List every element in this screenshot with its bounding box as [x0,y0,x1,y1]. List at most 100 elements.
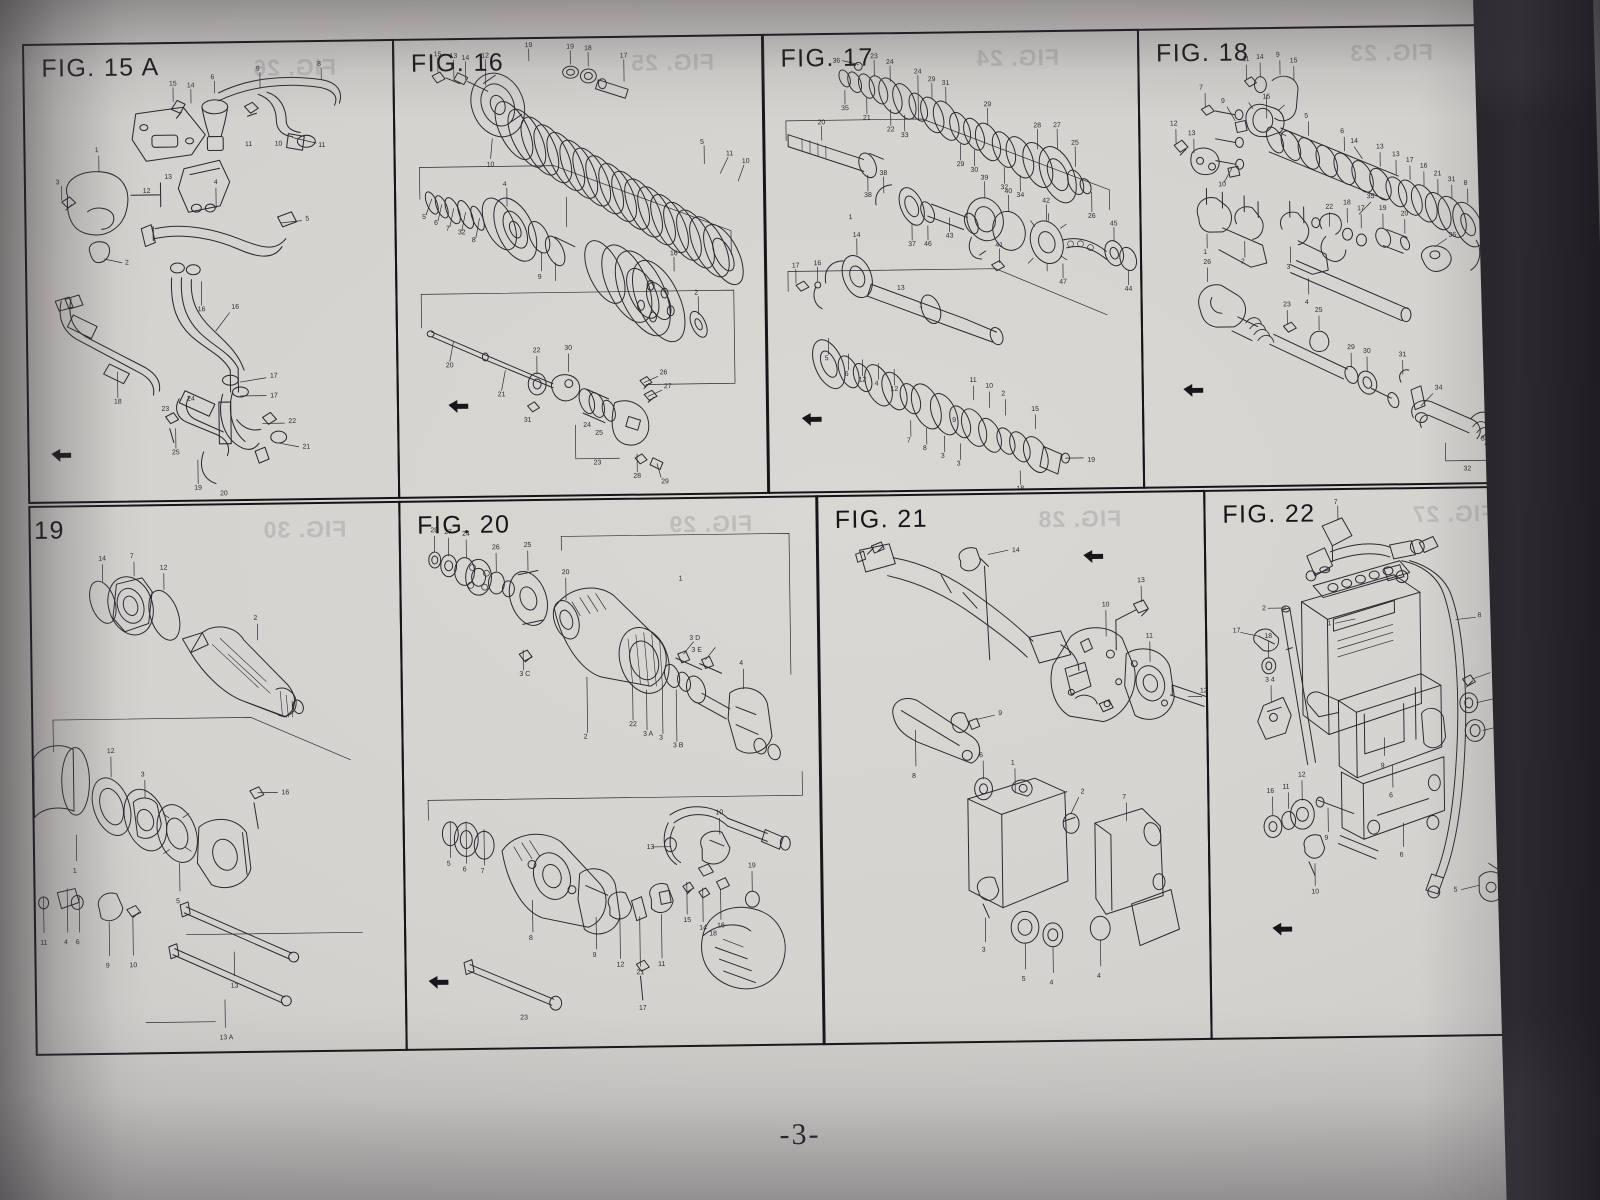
svg-text:20: 20 [1400,210,1408,217]
svg-text:6: 6 [462,866,466,873]
panel-fig-15a[interactable]: FIG. 26 [22,38,401,504]
svg-text:18: 18 [1343,199,1351,206]
svg-text:2: 2 [694,290,698,297]
svg-text:4: 4 [875,380,879,387]
svg-text:17: 17 [792,262,800,269]
svg-text:36: 36 [1448,232,1456,239]
svg-text:11: 11 [658,961,665,968]
svg-text:32: 32 [1463,465,1471,472]
figure-row-top: FIG. 26 [22,23,1528,504]
svg-text:31: 31 [523,417,531,424]
svg-text:8: 8 [1463,180,1467,187]
svg-text:17: 17 [1233,627,1241,634]
svg-text:25: 25 [1315,307,1323,314]
panel-fig-19[interactable]: FIG. 30 [28,500,408,1056]
svg-text:19: 19 [1088,457,1096,464]
svg-text:7: 7 [1334,499,1338,506]
svg-text:22: 22 [532,347,540,354]
svg-text:7: 7 [1199,84,1203,91]
svg-text:3: 3 [982,947,986,954]
svg-text:8: 8 [923,445,927,452]
svg-text:6: 6 [979,752,983,759]
svg-text:1: 1 [1203,249,1207,256]
svg-text:13: 13 [897,285,905,292]
svg-text:37: 37 [908,241,916,248]
svg-text:4: 4 [1097,973,1101,980]
svg-text:17: 17 [1357,205,1365,212]
svg-text:14: 14 [1012,547,1020,554]
svg-text:6: 6 [76,939,80,946]
svg-text:7: 7 [1122,794,1126,801]
svg-text:3 D: 3 D [689,635,700,642]
panel-fig-21[interactable]: FIG. 28 [815,489,1213,1046]
panel-fig-22[interactable]: FIG. 27 [1203,485,1531,1040]
svg-text:1: 1 [678,575,682,582]
svg-text:15: 15 [169,81,177,88]
svg-text:21: 21 [497,391,505,398]
svg-text:8: 8 [317,61,321,68]
svg-text:27: 27 [1053,122,1061,129]
panel-fig-20[interactable]: FIG. 29 [397,495,826,1051]
svg-text:24: 24 [462,531,470,538]
svg-text:12: 12 [859,376,867,383]
svg-text:10: 10 [986,383,994,390]
svg-text:25: 25 [523,542,531,549]
svg-text:19: 19 [566,43,574,50]
svg-text:3 B: 3 B [673,742,684,749]
svg-text:33: 33 [901,132,909,139]
figure-label-19: G. 19 [28,516,65,545]
figure-label-15a: FIG. 15 A [41,53,160,83]
svg-text:44: 44 [1125,286,1133,293]
panel-fig-16[interactable]: FIG. 25 [391,33,770,499]
svg-text:5: 5 [305,216,309,223]
svg-text:28: 28 [1034,122,1042,129]
svg-text:10: 10 [275,141,283,148]
svg-text:29: 29 [928,76,936,83]
svg-text:18: 18 [1264,633,1272,640]
svg-text:10: 10 [715,809,723,816]
figure-label-21: FIG. 21 [834,504,929,534]
svg-text:15: 15 [683,917,691,924]
svg-text:38: 38 [864,192,872,199]
figure-label-17: FIG. 17 [780,43,874,73]
svg-text:13: 13 [231,983,239,990]
svg-text:3 4: 3 4 [1265,677,1275,684]
svg-text:16: 16 [198,306,206,313]
panel-fig-17[interactable]: FIG. 24 [761,28,1146,494]
svg-text:9: 9 [106,963,110,970]
svg-text:11: 11 [1146,633,1153,640]
svg-text:11: 11 [1242,56,1249,63]
svg-text:6: 6 [210,74,214,81]
svg-text:25: 25 [172,449,180,456]
svg-text:30: 30 [971,167,979,174]
svg-text:1: 1 [1327,620,1331,627]
svg-text:13: 13 [1188,130,1196,137]
svg-text:30: 30 [564,345,572,352]
svg-text:27: 27 [663,383,671,390]
svg-text:42: 42 [1042,198,1050,205]
svg-text:6: 6 [1340,128,1344,135]
svg-text:16: 16 [231,304,239,311]
svg-text:11: 11 [970,377,977,384]
svg-text:12: 12 [481,52,489,59]
svg-text:4: 4 [214,179,218,186]
svg-text:4: 4 [64,939,68,946]
svg-text:22: 22 [887,126,895,133]
svg-text:23: 23 [1283,301,1291,308]
svg-text:6: 6 [434,220,438,227]
svg-text:13: 13 [1392,151,1400,158]
svg-text:5: 5 [825,355,829,362]
svg-text:16: 16 [717,922,725,929]
svg-text:8: 8 [529,935,533,942]
panel-fig-18[interactable]: FIG. 23 [1136,23,1523,489]
svg-text:12: 12 [1200,687,1208,694]
svg-text:39: 39 [981,175,989,182]
svg-text:9: 9 [952,417,956,424]
svg-text:6: 6 [845,371,849,378]
svg-text:26: 26 [1088,213,1096,220]
svg-text:14: 14 [1256,54,1264,61]
